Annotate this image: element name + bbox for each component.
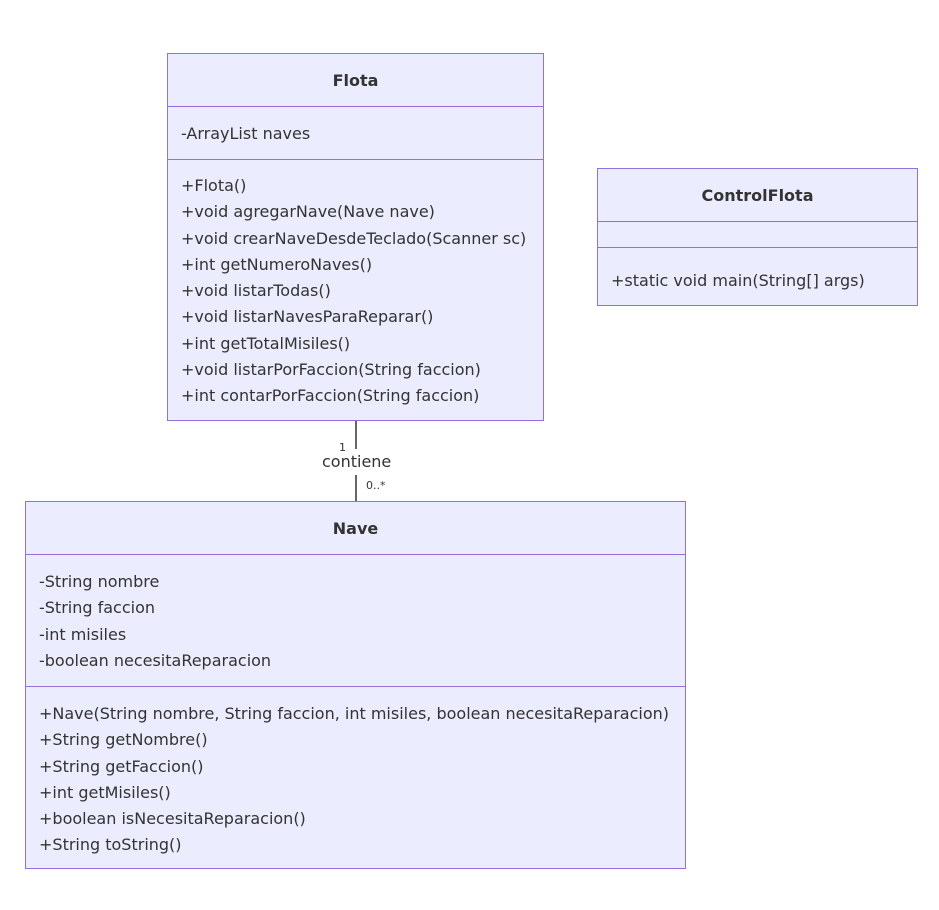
- attribute: -boolean necesitaReparacion: [39, 650, 272, 670]
- method: +void listarNavesParaReparar(): [181, 307, 434, 327]
- method: +Flota(): [181, 176, 247, 195]
- methods-controlflota: +static void main(String[] args): [598, 248, 917, 294]
- method: +String getNombre(): [39, 730, 208, 750]
- method: +String toString(): [39, 835, 182, 855]
- class-flota[interactable]: Flota -ArrayList naves +Flota() +void ag…: [167, 53, 544, 421]
- method: +void listarTodas(): [181, 281, 331, 301]
- method: +int contarPorFaccion(String faccion): [181, 386, 480, 406]
- method: +Nave(String nombre, String faccion, int…: [39, 704, 669, 723]
- class-nave[interactable]: Nave -String nombre -String faccion -int…: [25, 501, 686, 869]
- method: +void crearNaveDesdeTeclado(Scanner sc): [181, 228, 527, 248]
- multiplicity-nave: 0..*: [366, 479, 386, 492]
- class-name-controlflota: ControlFlota: [598, 169, 917, 222]
- method: +void listarPorFaccion(String faccion): [181, 360, 481, 380]
- class-name-flota: Flota: [168, 54, 543, 107]
- association-label: contiene: [322, 452, 392, 471]
- method: +int getMisiles(): [39, 782, 171, 802]
- attribute: -int misiles: [39, 624, 127, 644]
- method: +void agregarNave(Nave nave): [181, 202, 435, 222]
- method: +static void main(String[] args): [611, 271, 865, 290]
- methods-nave: +Nave(String nombre, String faccion, int…: [26, 687, 685, 859]
- methods-flota: +Flota() +void agregarNave(Nave nave) +v…: [168, 160, 543, 410]
- class-controlflota[interactable]: ControlFlota +static void main(String[] …: [597, 168, 918, 306]
- attributes-flota: -ArrayList naves: [168, 107, 543, 160]
- attributes-controlflota: [598, 222, 917, 248]
- class-name-nave: Nave: [26, 502, 685, 555]
- attribute: -String faccion: [39, 598, 156, 618]
- method: +String getFaccion(): [39, 756, 204, 776]
- multiplicity-flota: 1: [339, 441, 346, 454]
- method: +boolean isNecesitaReparacion(): [39, 809, 306, 829]
- method: +int getNumeroNaves(): [181, 254, 373, 274]
- method: +int getTotalMisiles(): [181, 333, 351, 353]
- attribute: -ArrayList naves: [181, 124, 311, 143]
- attributes-nave: -String nombre -String faccion -int misi…: [26, 555, 685, 687]
- attribute: -String nombre: [39, 572, 160, 591]
